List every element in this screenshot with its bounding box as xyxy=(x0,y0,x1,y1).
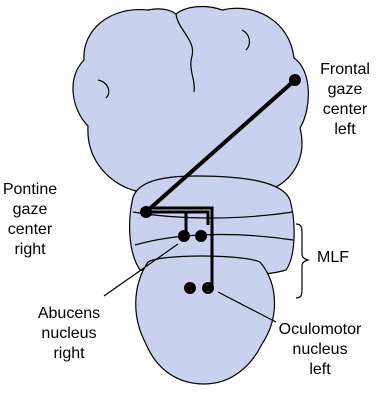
pontine-label-line-1: Pontine xyxy=(0,180,60,200)
oculomotor-label-line-1: Oculomotor xyxy=(268,320,372,340)
frontal-label-line-1: Frontal xyxy=(310,60,380,80)
abducens-nucleus-dot-1 xyxy=(178,230,190,242)
abducens-nucleus-label: Abucens nucleus right xyxy=(24,304,114,364)
abducens-label-line-1: Abucens xyxy=(24,304,114,324)
abducens-nucleus-dot-2 xyxy=(195,230,207,242)
oculomotor-nucleus-dot-1 xyxy=(184,282,196,294)
mlf-label: MLF xyxy=(310,248,356,268)
pontine-gaze-center-label: Pontine gaze center right xyxy=(0,180,60,260)
abducens-label-line-3: right xyxy=(24,344,114,364)
oculomotor-nucleus-dot-2 xyxy=(202,282,214,294)
oculomotor-label-line-3: left xyxy=(268,360,372,380)
frontal-label-line-2: gaze xyxy=(310,80,380,100)
pontine-gaze-center-dot xyxy=(140,206,152,218)
frontal-gaze-center-dot xyxy=(289,74,301,86)
pontine-label-line-3: center xyxy=(0,220,60,240)
abducens-label-line-2: nucleus xyxy=(24,324,114,344)
frontal-label-line-4: left xyxy=(310,120,380,140)
mlf-bracket xyxy=(296,224,308,298)
frontal-gaze-center-label: Frontal gaze center left xyxy=(310,60,380,140)
oculomotor-label-line-2: nucleus xyxy=(268,340,372,360)
mlf-label-text: MLF xyxy=(310,248,356,268)
frontal-label-line-3: center xyxy=(310,100,380,120)
oculomotor-nucleus-label: Oculomotor nucleus left xyxy=(268,320,372,380)
pontine-label-line-2: gaze xyxy=(0,200,60,220)
medulla xyxy=(136,256,275,384)
pontine-label-line-4: right xyxy=(0,240,60,260)
